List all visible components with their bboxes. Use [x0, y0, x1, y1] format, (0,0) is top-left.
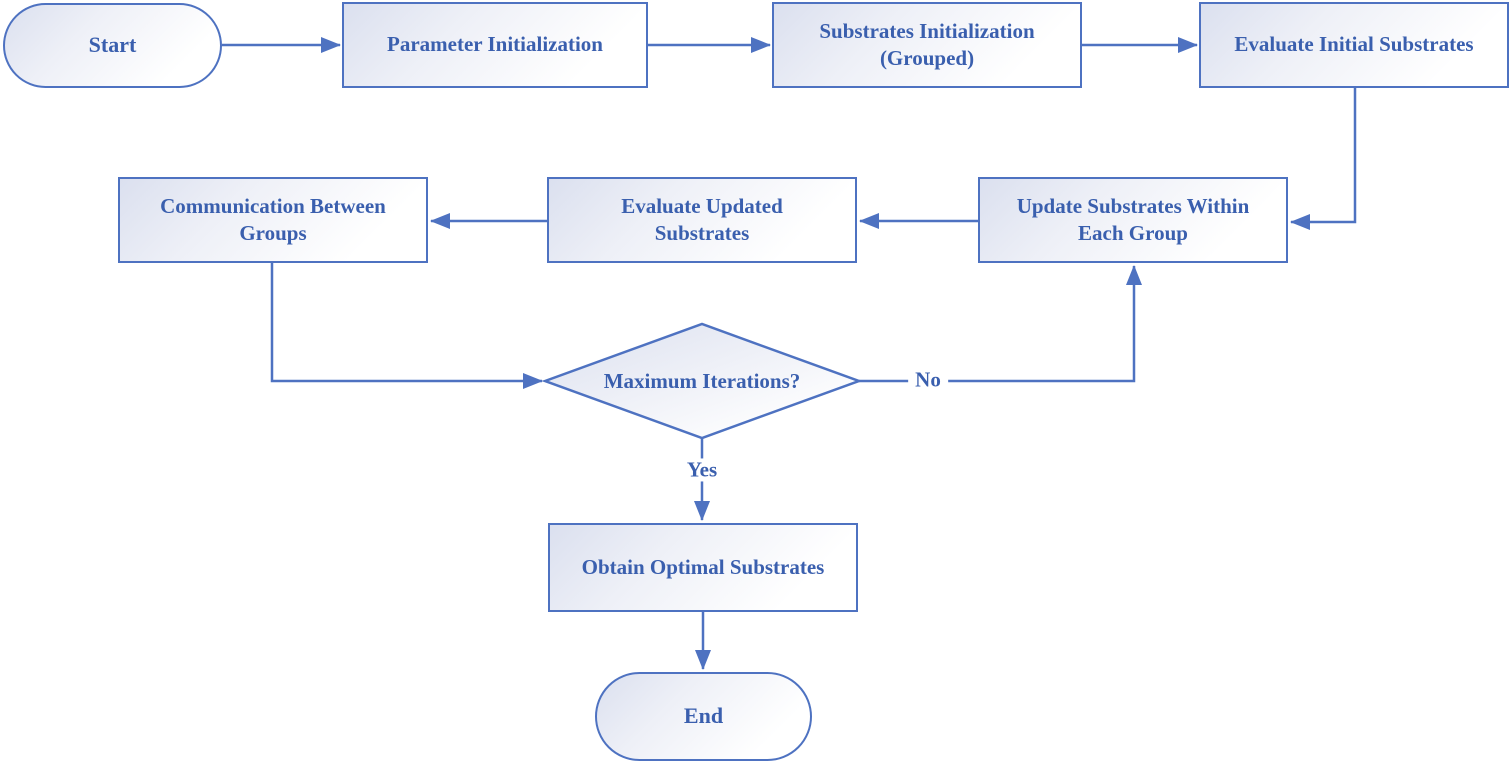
node-update-substrates-within-group-label-line1: Update Substrates Within	[1016, 193, 1250, 218]
node-end: End	[595, 672, 812, 761]
node-obtain-optimal-substrates-label: Obtain Optimal Substrates	[581, 554, 825, 579]
node-evaluate-updated-substrates: Evaluate Updated Substrates	[547, 177, 857, 263]
node-parameter-initialization: Parameter Initialization	[342, 2, 648, 88]
node-decision-maximum-iterations: Maximum Iterations?	[545, 324, 859, 438]
edge-communication-to-decision	[270, 263, 543, 389]
node-start-label: Start	[88, 32, 137, 58]
node-start: Start	[3, 3, 222, 88]
node-evaluate-initial-substrates-label: Evaluate Initial Substrates	[1234, 32, 1474, 57]
node-evaluate-initial-substrates: Evaluate Initial Substrates	[1199, 2, 1509, 88]
edge-label-no: No	[908, 368, 948, 392]
node-update-substrates-within-group-label-line2: Each Group	[1078, 221, 1188, 245]
node-obtain-optimal-substrates: Obtain Optimal Substrates	[548, 523, 858, 612]
node-substrates-initialization-label-line1: Substrates Initialization	[819, 18, 1035, 43]
decision-diamond-shape	[541, 322, 863, 440]
node-substrates-initialization: Substrates Initialization (Grouped)	[772, 2, 1082, 88]
node-end-label: End	[683, 703, 724, 729]
node-communication-between-groups-label-line1: Communication Between	[160, 193, 386, 218]
node-communication-between-groups: Communication Between Groups	[118, 177, 428, 263]
node-update-substrates-within-group: Update Substrates Within Each Group	[978, 177, 1288, 263]
node-evaluate-updated-substrates-label-line2: Substrates	[654, 221, 750, 245]
node-substrates-initialization-label-line2: (Grouped)	[879, 46, 975, 70]
edge-label-yes: Yes	[679, 458, 725, 482]
edge-eval-initial-to-update	[1290, 88, 1357, 230]
node-communication-between-groups-label-line2: Groups	[239, 221, 307, 245]
node-parameter-initialization-label: Parameter Initialization	[387, 32, 603, 57]
node-evaluate-updated-substrates-label-line1: Evaluate Updated	[621, 193, 783, 218]
node-decision-maximum-iterations-label: Maximum Iterations?	[603, 368, 801, 393]
edge-decision-no-to-update	[859, 265, 1142, 383]
